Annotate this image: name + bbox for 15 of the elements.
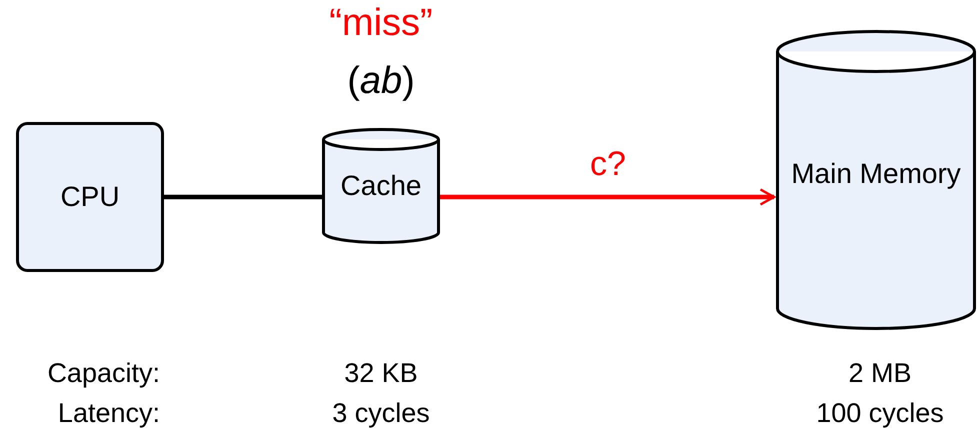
node-label: Cache	[340, 170, 422, 202]
spec-text: 3 cycles	[332, 398, 430, 429]
annotation-text: (ab)	[347, 60, 415, 103]
annotation-text: “miss”	[329, 2, 433, 45]
edge-label: c?	[590, 145, 626, 184]
node-label: Main Memory	[791, 158, 961, 190]
spec-text: Latency:	[58, 398, 160, 429]
spec-text: 100 cycles	[816, 398, 944, 429]
node-label: CPU	[60, 181, 120, 213]
storage-cylinder	[776, 30, 976, 330]
storage-cylinder	[322, 128, 440, 244]
process-box	[16, 122, 164, 272]
spec-text: 2 MB	[848, 358, 912, 389]
spec-text: Capacity:	[47, 358, 160, 389]
spec-text: 32 KB	[344, 358, 418, 389]
